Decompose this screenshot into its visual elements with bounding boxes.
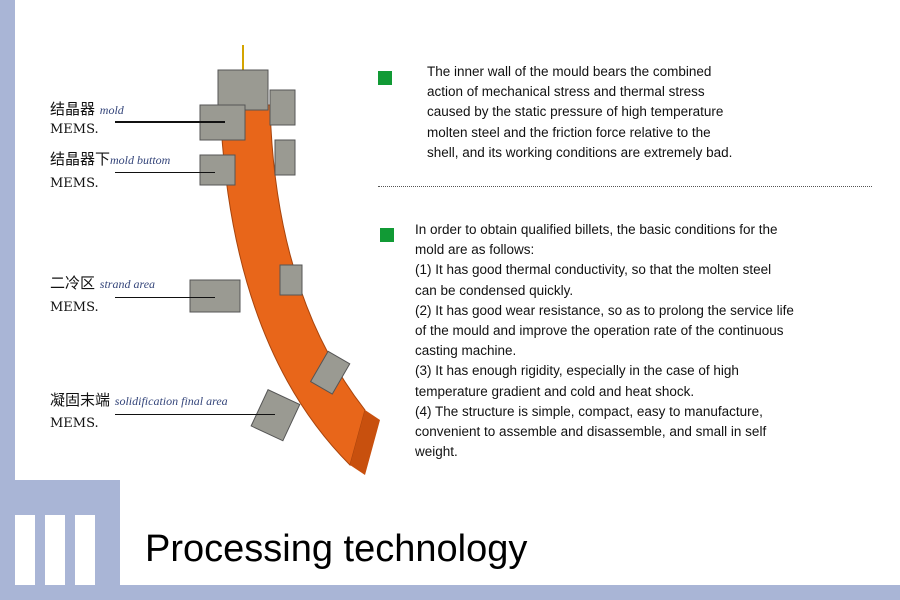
text-line: (4) The structure is simple, compact, ea… xyxy=(415,403,763,419)
mold-mems-block xyxy=(217,69,269,111)
text-line: shell, and its working conditions are ex… xyxy=(427,144,733,160)
text-line: (1) It has good thermal conductivity, so… xyxy=(415,262,772,278)
paragraph-1: The inner wall of the mould bears the co… xyxy=(427,62,732,163)
leader-line xyxy=(115,172,215,173)
text-line: mold are as follows: xyxy=(415,242,535,258)
label-mems: MEMS. xyxy=(50,416,99,431)
frame-bottom-bar xyxy=(0,585,900,600)
label-final-area: 凝固末端 solidification final area xyxy=(50,391,228,409)
text-line: casting machine. xyxy=(415,343,517,359)
dotted-separator xyxy=(378,186,872,187)
decor-bar xyxy=(45,515,65,585)
label-mold: 结晶器 mold xyxy=(50,100,124,118)
decor-bar xyxy=(15,515,35,585)
strand-mems-block xyxy=(189,279,241,313)
text-line: temperature gradient and cold and heat s… xyxy=(415,383,695,399)
final-mems-block xyxy=(250,389,301,442)
leader-line xyxy=(115,121,225,123)
text-line: of the mould and improve the operation r… xyxy=(415,323,784,339)
label-mold-bottom: 结晶器下mold buttom xyxy=(50,150,171,168)
decor-bar xyxy=(75,515,95,585)
text-line: caused by the static pressure of high te… xyxy=(427,104,724,120)
frame-left-bar xyxy=(0,0,15,480)
text-line: convenient to assemble and disassemble, … xyxy=(415,424,767,440)
bullet-square xyxy=(378,71,392,85)
text-line: weight. xyxy=(415,444,458,460)
leader-line xyxy=(115,297,215,298)
leader-line xyxy=(115,414,275,415)
text-line: can be condensed quickly. xyxy=(415,282,574,298)
text-line: molten steel and the friction force rela… xyxy=(427,124,711,140)
text-line: (2) It has good wear resistance, so as t… xyxy=(415,302,794,318)
label-strand-area: 二冷区 strand area xyxy=(50,274,156,292)
label-mems: MEMS. xyxy=(50,176,99,191)
mold-bottom-mems-block xyxy=(199,154,236,186)
text-line: The inner wall of the mould bears the co… xyxy=(427,64,712,79)
label-mems: MEMS. xyxy=(50,300,99,315)
bullet-square xyxy=(380,228,394,242)
text-line: action of mechanical stress and thermal … xyxy=(427,84,705,100)
text-line: (3) It has enough rigidity, especially i… xyxy=(415,363,739,379)
continuous-casting-illustration xyxy=(189,45,380,475)
label-mems: MEMS. xyxy=(50,122,99,137)
text-line: In order to obtain qualified billets, th… xyxy=(415,222,778,237)
slide-title: Processing technology xyxy=(145,528,528,570)
frame-corner-block xyxy=(0,480,120,585)
paragraph-2: In order to obtain qualified billets, th… xyxy=(415,220,794,462)
